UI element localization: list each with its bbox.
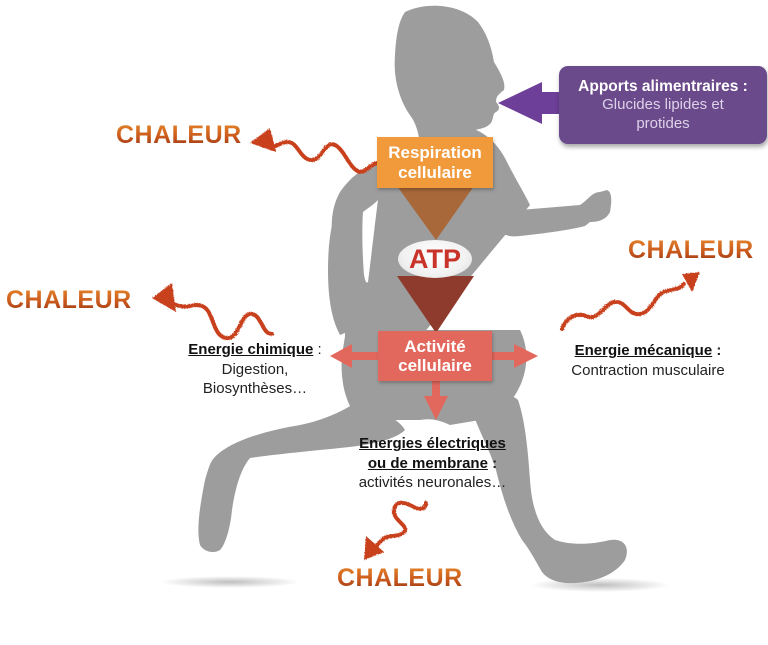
food-intake-line1: Glucides lipides et — [602, 95, 724, 113]
runner-leg-front — [470, 395, 627, 584]
heat-squiggle-bottom — [364, 500, 428, 560]
food-intake-title: Apports alimentraires : — [578, 77, 748, 95]
chemical-energy-line2: Biosynthèses… — [202, 380, 308, 397]
heat-label-top-left: CHALEUR — [116, 121, 242, 149]
mechanical-energy-colon: : — [716, 342, 722, 359]
respiration-line1: Respiration — [388, 143, 482, 163]
electrical-energy-heading-line1: Energies électriques — [359, 435, 506, 452]
electrical-energy-line1: activités neuronales… — [358, 474, 507, 491]
cellular-respiration-box: Respiration cellulaire — [377, 137, 493, 188]
arm-gap — [362, 200, 378, 283]
heat-squiggles — [152, 128, 700, 560]
chemical-energy-colon: : — [317, 341, 322, 358]
activity-arrows — [330, 344, 538, 420]
chemical-energy-line1: Digestion, — [221, 360, 289, 378]
activity-line2: cellulaire — [398, 356, 472, 375]
atp-to-activity-arrow — [397, 276, 474, 333]
intake-arrow — [498, 82, 562, 124]
runner-leg-back — [198, 400, 405, 553]
heat-squiggle-right — [560, 272, 700, 331]
chemical-energy-label: Energie chimique : Digestion, Biosynthès… — [170, 340, 340, 399]
mechanical-energy-label: Energie mécanique : Contraction musculai… — [553, 341, 743, 380]
food-intake-line2: protides — [636, 114, 690, 132]
atp-badge: ATP — [398, 240, 472, 278]
heat-squiggle-mid-left — [152, 283, 274, 340]
mechanical-energy-heading: Energie mécanique — [574, 342, 713, 359]
electrical-energy-colon: : — [492, 454, 498, 472]
electrical-energy-heading-line2: ou de membrane — [367, 454, 488, 472]
respiration-line2: cellulaire — [398, 162, 472, 182]
runner-arm-back — [328, 195, 362, 335]
cellular-activity-box: Activité cellulaire — [378, 331, 492, 381]
heat-label-bottom: CHALEUR — [337, 564, 463, 592]
ground-shadow-back — [160, 576, 300, 588]
runner-arm-forward — [495, 160, 612, 237]
respiration-to-atp-arrow — [397, 186, 474, 240]
runner-head — [394, 5, 505, 151]
heat-label-mid-left: CHALEUR — [6, 286, 132, 314]
activity-line1: Activité — [404, 336, 466, 356]
heat-label-right: CHALEUR — [628, 236, 754, 264]
ground-shadow-front — [530, 578, 670, 592]
food-intake-box: Apports alimentraires : Glucides lipides… — [559, 66, 767, 144]
chemical-energy-heading: Energie chimique — [188, 341, 314, 358]
mechanical-energy-line1: Contraction musculaire — [571, 361, 725, 379]
electrical-energy-label: Energies électriques ou de membrane : ac… — [340, 434, 525, 493]
heat-squiggle-top-left — [250, 128, 380, 175]
